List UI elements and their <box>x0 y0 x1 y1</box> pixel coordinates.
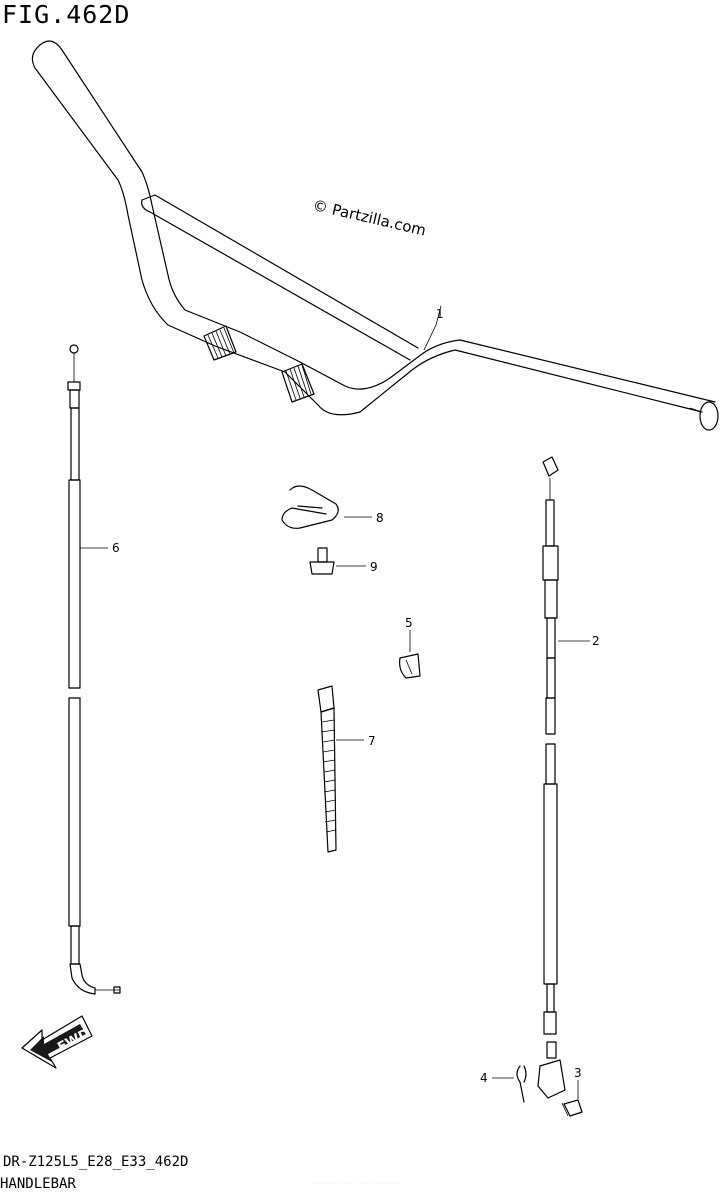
fwd-arrow-icon: FWD <box>21 1015 93 1069</box>
callout-label: 3 <box>574 1066 582 1080</box>
callout-label: 1 <box>436 307 444 321</box>
bolt-part[interactable]: 3 <box>561 1066 583 1117</box>
clutch-cable-part[interactable]: 2 <box>537 456 600 1099</box>
knurl-band <box>203 325 237 361</box>
callout-label: 2 <box>592 634 600 648</box>
cable-guide-part[interactable]: 8 <box>281 485 384 529</box>
callout-label: 7 <box>368 734 376 748</box>
cotter-pin-part[interactable]: 4 <box>480 1065 527 1103</box>
callout-label: 6 <box>112 541 120 555</box>
cable-tie-part[interactable]: 7 <box>317 685 376 853</box>
throttle-cable-part[interactable]: 6 <box>67 344 121 995</box>
clamp-part[interactable]: 5 <box>399 616 421 679</box>
callout-label: 4 <box>480 1071 488 1085</box>
section-name: HANDLEBAR <box>0 1176 76 1192</box>
callout-label: 5 <box>405 616 413 630</box>
screw-part[interactable]: 9 <box>309 547 378 575</box>
figure-title: FIG.462D <box>2 0 131 29</box>
knurl-band <box>281 363 315 403</box>
callout-label: 8 <box>376 511 384 525</box>
model-code: DR-Z125L5_E28_E33_462D <box>3 1154 189 1170</box>
fine-print: · · · · · · · · · · · · · · · · · · · · … <box>312 1181 401 1186</box>
callout-label: 9 <box>370 560 378 574</box>
handlebar-part[interactable]: 1 <box>31 40 719 431</box>
